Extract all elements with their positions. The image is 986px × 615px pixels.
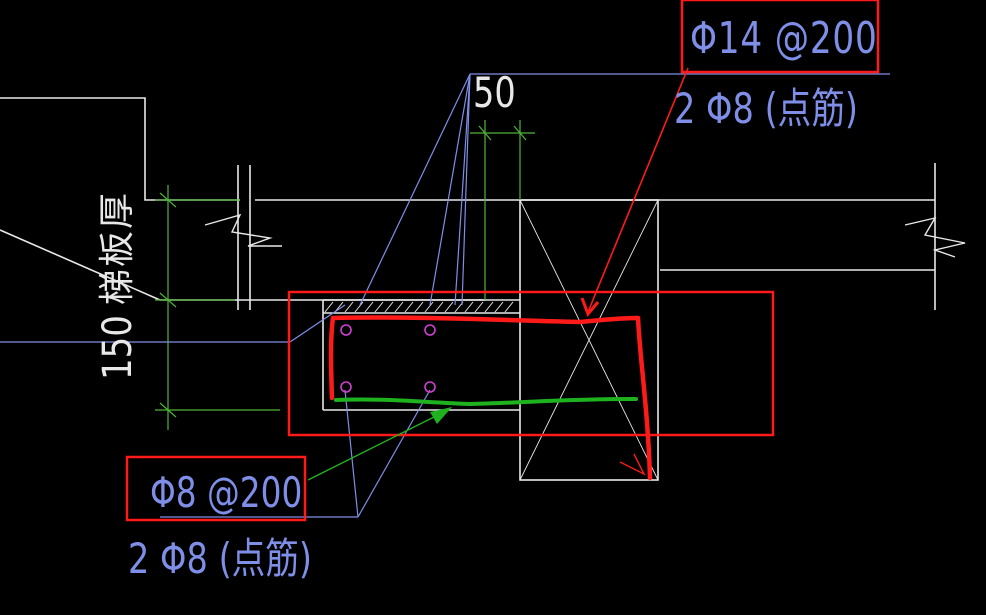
green-markup <box>307 397 638 481</box>
label-top-rebar-spec: Φ14 @200 <box>690 13 878 64</box>
highlight-box-top-label <box>680 0 880 74</box>
rebar-dot-bottom-left <box>340 381 352 393</box>
green-arrow-shaft <box>307 409 449 481</box>
dimension-lines <box>155 120 535 430</box>
top-rebar-markup <box>328 315 653 481</box>
red-arrow-head <box>580 297 600 317</box>
highlight-box-joint <box>287 290 775 437</box>
label-top-distribution-bars: 2 Φ8 (点筋) <box>674 84 858 133</box>
bottom-rebar-markup <box>334 397 638 407</box>
rebar-dot-top-right <box>424 324 436 336</box>
highlight-box-bottom-label <box>125 455 307 522</box>
rebar-dots <box>340 324 436 393</box>
label-dimension-left: 150 <box>95 315 141 380</box>
red-arrow-shaft <box>587 67 689 313</box>
red-markup <box>125 0 880 522</box>
green-arrow-head <box>430 407 452 424</box>
label-slab-thickness: 梯板厚 <box>97 190 138 305</box>
hatch-pattern <box>324 301 514 313</box>
label-bottom-distribution-bars: 2 Φ8 (点筋) <box>128 534 312 583</box>
structure-outline <box>0 97 966 481</box>
leader-lines <box>0 73 890 518</box>
label-dimension-top: 50 <box>473 68 516 117</box>
red-tick <box>619 453 646 476</box>
rebar-dot-top-left <box>340 324 352 336</box>
rebar-dot-bottom-right <box>424 381 436 393</box>
label-bottom-rebar-spec: Φ8 @200 <box>150 468 303 517</box>
